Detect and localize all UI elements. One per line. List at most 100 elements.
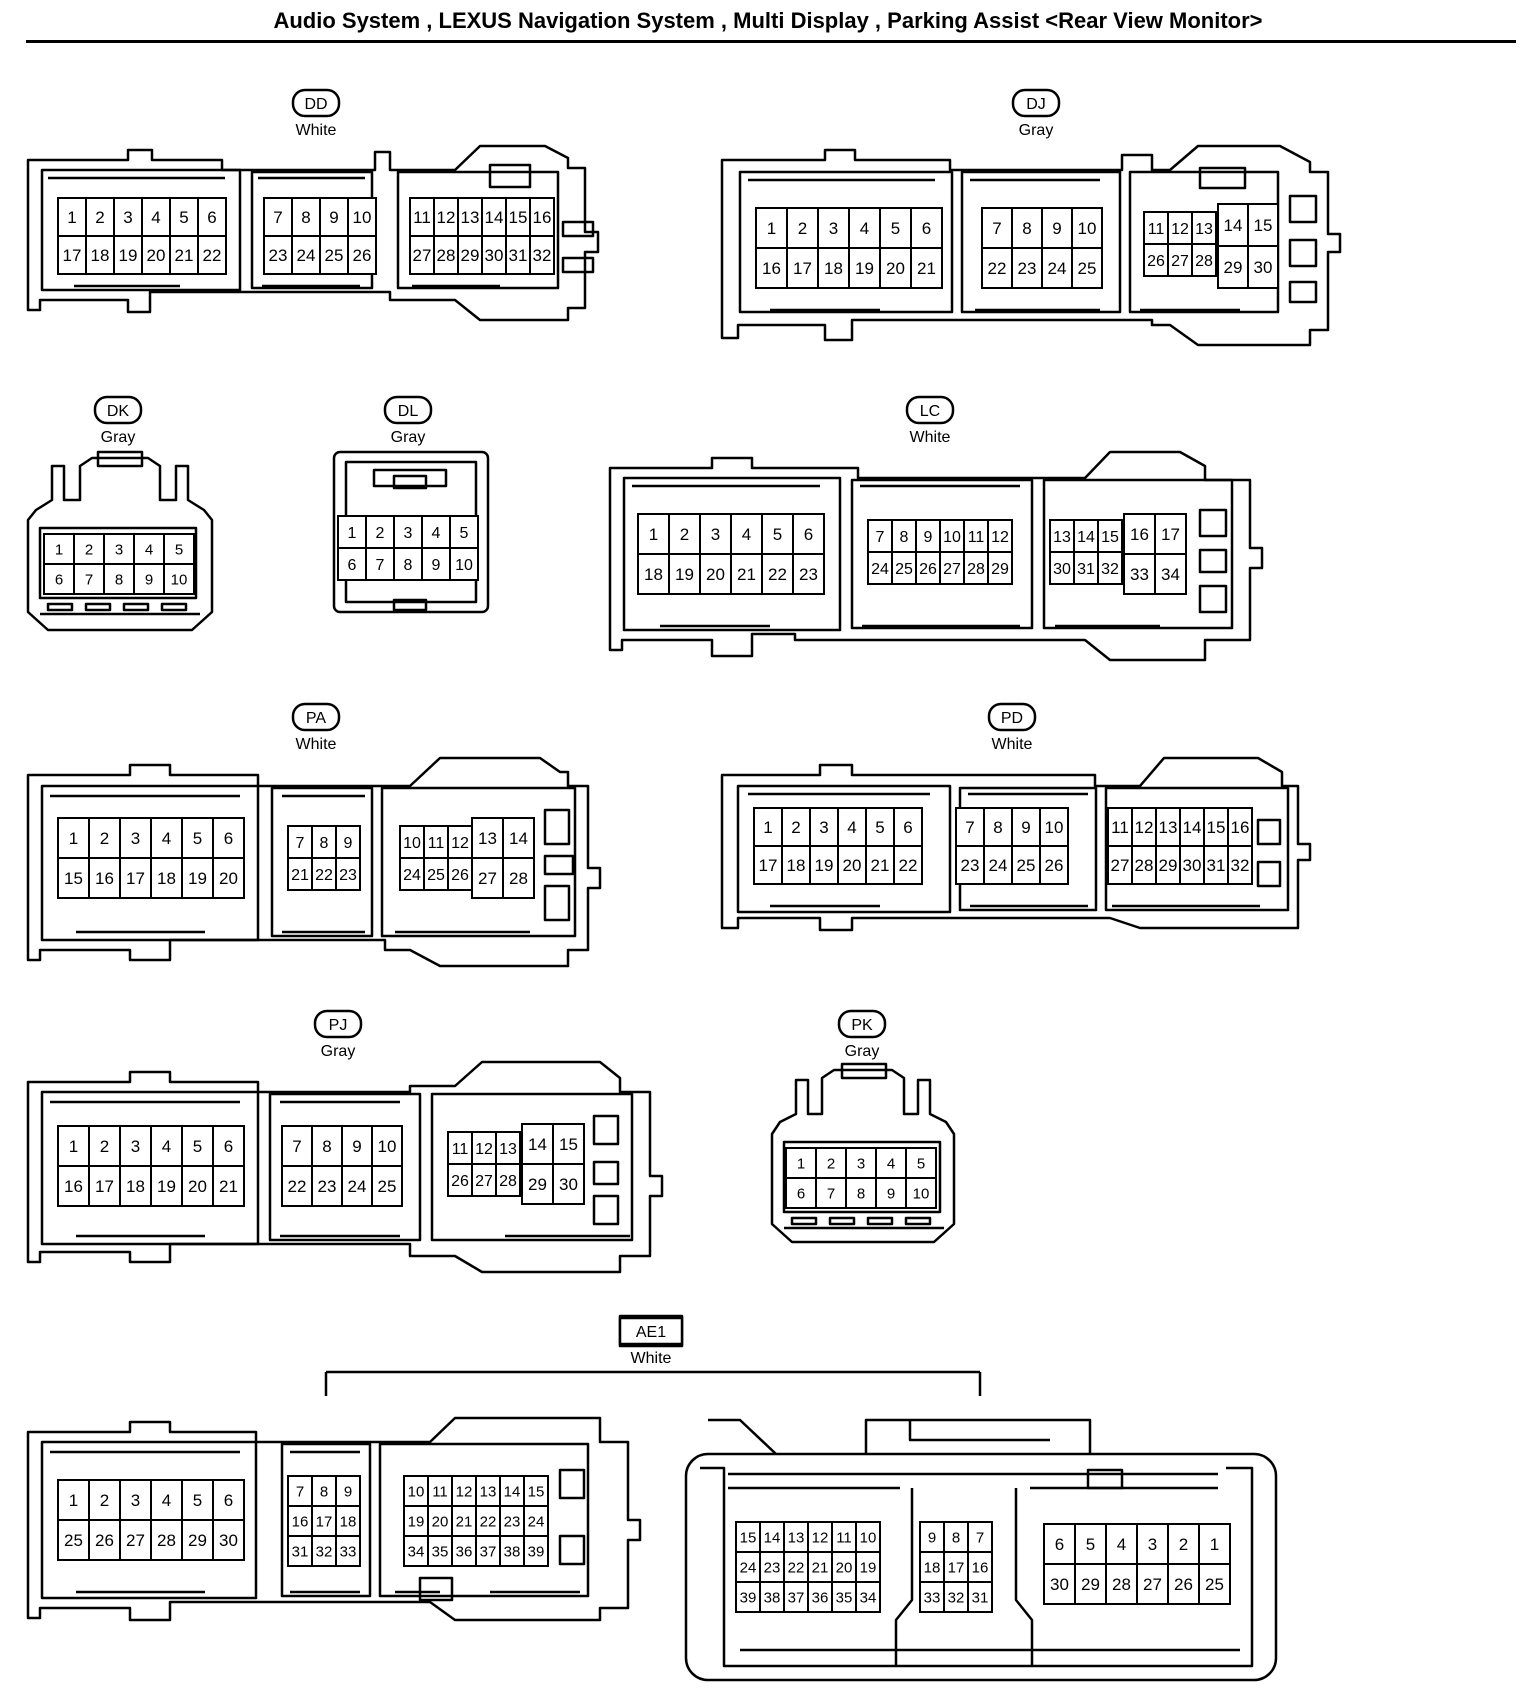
pin-cell: 15: [735, 1521, 761, 1553]
pin-cell: 2: [88, 1125, 121, 1167]
pin-cell: 34: [1154, 553, 1187, 595]
connector-lc-housing: [608, 450, 1264, 662]
pin-number: 29: [188, 1531, 207, 1550]
pin-cell: 28: [963, 551, 989, 585]
pin-cell: 12: [433, 197, 459, 237]
pin-cell: 26: [347, 235, 377, 275]
pin-number: 14: [1224, 216, 1243, 235]
pin-cell: 17: [753, 845, 783, 885]
pin-cell: 25: [1071, 247, 1103, 289]
pin-cell: 4: [150, 1479, 183, 1521]
pin-cell: 38: [499, 1535, 525, 1567]
pin-cell: 19: [150, 1165, 183, 1207]
pin-cell: 23: [955, 845, 985, 885]
pin-number: 23: [269, 246, 288, 265]
pin-cell: 7: [815, 1177, 847, 1209]
pin-cell: 28: [1131, 845, 1157, 885]
pin-number: 7: [296, 835, 305, 852]
pin-number: 13: [788, 1529, 805, 1546]
pin-number: 39: [740, 1589, 757, 1606]
pin-number: 4: [887, 1155, 895, 1172]
pin-number: 3: [711, 525, 720, 544]
pin-cell: 18: [637, 553, 670, 595]
pin-cell: 6: [1043, 1523, 1076, 1565]
pin-cell: 4: [875, 1147, 907, 1179]
pin-number: 16: [1231, 818, 1250, 837]
pin-number: 16: [533, 208, 552, 227]
pin-number: 21: [219, 1177, 238, 1196]
pin-number: 17: [126, 869, 145, 888]
pin-number: 22: [315, 867, 333, 884]
pin-number: 18: [91, 246, 110, 265]
pin-cell: 29: [987, 551, 1013, 585]
pin-cell: 5: [865, 807, 895, 847]
pin-number: 18: [824, 259, 843, 278]
pin-number: 27: [1111, 856, 1130, 875]
pin-cell: 27: [1136, 1563, 1169, 1605]
pin-number: 20: [188, 1177, 207, 1196]
pin-cell: 39: [735, 1581, 761, 1613]
pin-cell: 18: [119, 1165, 152, 1207]
pin-number: 5: [917, 1155, 925, 1172]
pin-cell: 15: [1247, 203, 1279, 247]
connector-dl-color: Gray: [391, 429, 426, 446]
pin-cell: 28: [502, 857, 535, 899]
pin-number: 20: [432, 1513, 449, 1530]
pin-cell: 27: [119, 1519, 152, 1561]
pin-number: 31: [972, 1589, 989, 1606]
pin-number: 30: [1183, 856, 1202, 875]
pin-cell: 1: [637, 513, 670, 555]
pin-cell: 4: [730, 513, 763, 555]
pin-number: 22: [288, 1177, 307, 1196]
pin-cell: 9: [319, 197, 349, 237]
pin-cell: 23: [499, 1505, 525, 1537]
pin-cell: 32: [943, 1581, 969, 1613]
pin-cell: 20: [427, 1505, 453, 1537]
pin-number: 1: [348, 525, 357, 542]
pin-cell: 2: [815, 1147, 847, 1179]
pin-number: 6: [922, 219, 931, 238]
pin-number: 5: [1086, 1535, 1095, 1554]
pin-cell: 30: [552, 1163, 585, 1205]
pin-number: 9: [1021, 818, 1030, 837]
pin-number: 7: [376, 557, 385, 574]
pin-number: 28: [967, 561, 985, 578]
pin-number: 6: [903, 818, 912, 837]
pin-number: 29: [1081, 1575, 1100, 1594]
pin-number: 25: [427, 867, 445, 884]
pin-number: 8: [857, 1185, 865, 1202]
pin-cell: 3: [119, 1125, 152, 1167]
pin-cell: 26: [1039, 845, 1069, 885]
pin-cell: 2: [73, 533, 105, 565]
pin-number: 4: [860, 219, 869, 238]
pin-cell: 29: [1217, 245, 1249, 289]
pin-number: 37: [480, 1543, 497, 1560]
pin-cell: 19: [668, 553, 701, 595]
pin-number: 3: [857, 1155, 865, 1172]
pin-cell: 17: [88, 1165, 121, 1207]
pin-cell: 11: [1107, 807, 1133, 847]
pin-number: 24: [403, 867, 421, 884]
pin-number: 9: [928, 1529, 936, 1546]
connector-pj-code: PJ: [329, 1017, 348, 1034]
pin-cell: 18: [150, 857, 183, 899]
pin-cell: 22: [281, 1165, 313, 1207]
pin-cell: 21: [865, 845, 895, 885]
pin-number: 16: [64, 1177, 83, 1196]
connector-dd-housing: [26, 144, 600, 322]
pin-cell: 9: [133, 563, 165, 595]
pin-number: 24: [740, 1559, 757, 1576]
pin-number: 2: [100, 1491, 109, 1510]
pin-number: 16: [1130, 525, 1149, 544]
pin-number: 5: [891, 219, 900, 238]
pin-cell: 24: [1041, 247, 1073, 289]
pin-number: 14: [764, 1529, 781, 1546]
pin-number: 10: [378, 1137, 397, 1156]
